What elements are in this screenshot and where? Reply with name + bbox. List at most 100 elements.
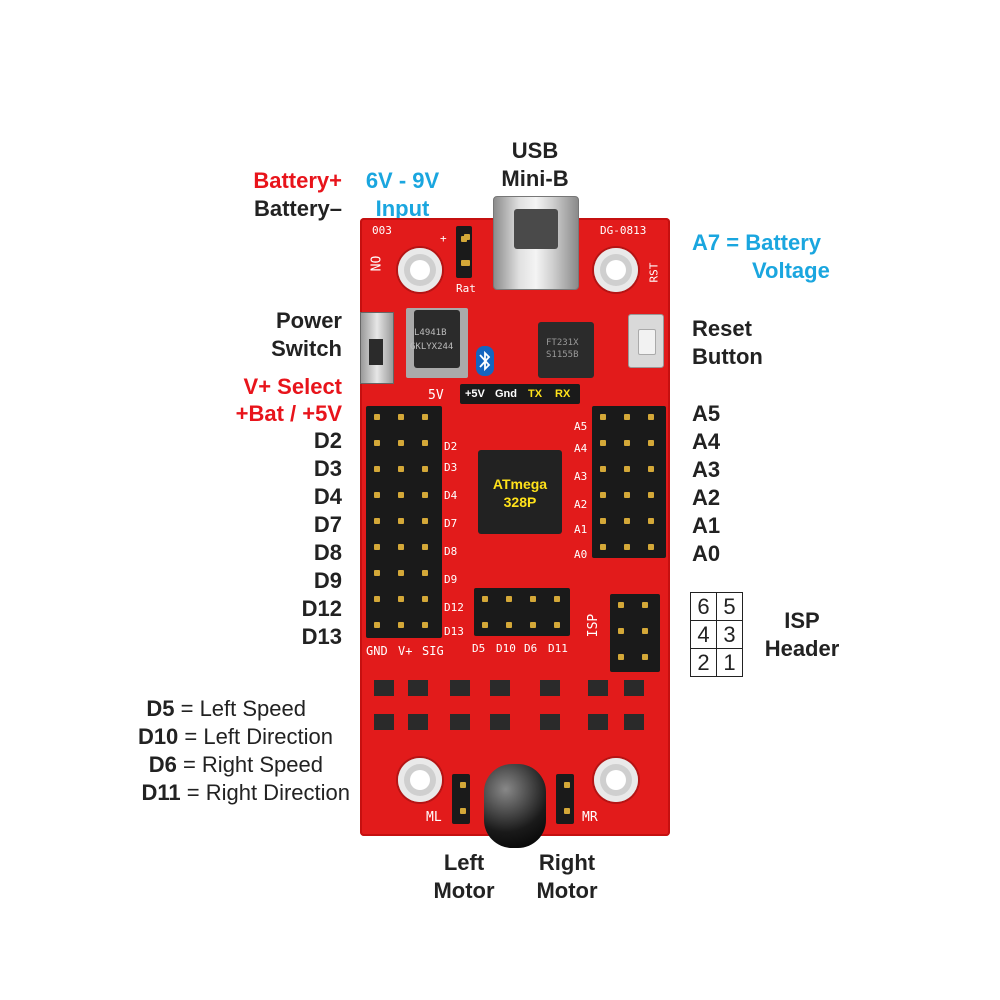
isp-header-label-line1: ISP	[784, 608, 820, 633]
silk-d3: D3	[444, 461, 458, 474]
header-pin	[398, 622, 404, 628]
usb-chip-text-2: S1155B	[546, 350, 579, 360]
battery-plus-label: Battery+	[253, 168, 342, 193]
transistor	[374, 714, 394, 730]
usb-mini-b-connector[interactable]	[493, 196, 579, 290]
power-switch-label-line2: Switch	[271, 336, 342, 361]
usb-label-line2: Mini-B	[501, 166, 569, 191]
transistor	[450, 680, 470, 696]
header-pin	[398, 440, 404, 446]
transistor	[588, 714, 608, 730]
header-pin	[464, 260, 470, 266]
silk-d2: D2	[444, 440, 458, 453]
silk-d6: D6	[524, 642, 538, 655]
header-pin	[618, 654, 624, 660]
regulator-text-2: GKLYX244	[410, 342, 454, 352]
digital-pin-header[interactable]	[366, 406, 442, 638]
isp-cell: 1	[716, 648, 743, 677]
mcu-chip: ATmega 328P	[478, 450, 562, 534]
isp-header-pins[interactable]	[610, 594, 660, 672]
usb-label-line1: USB	[511, 138, 559, 163]
silk-mr: MR	[582, 810, 598, 825]
mounting-hole	[398, 248, 442, 292]
motor-desc-pin: D6	[148, 752, 177, 777]
capacitor	[484, 764, 546, 848]
motor-desc-pin: D11	[141, 780, 181, 805]
battery-header[interactable]	[456, 226, 472, 278]
silk-rat: Rat	[456, 282, 476, 295]
header-pin	[554, 596, 560, 602]
header-pin	[374, 518, 380, 524]
right-motor-label-line1: Right	[538, 850, 596, 875]
header-pin	[506, 622, 512, 628]
header-pin	[422, 570, 428, 576]
pin-label-d7: D7	[313, 512, 342, 537]
isp-cell: 3	[716, 620, 743, 649]
header-pin	[648, 518, 654, 524]
motor-desc-row: D10 = Left Direction	[100, 723, 333, 751]
isp-cell: 2	[690, 648, 717, 677]
right-motor-header[interactable]	[556, 774, 574, 824]
silk-on: ON	[366, 255, 382, 272]
header-pin	[374, 440, 380, 446]
pin-label-d3: D3	[313, 456, 342, 481]
pin-label-a0: A0	[692, 541, 721, 566]
pin-label-a5: A5	[692, 401, 721, 426]
right-motor-label-line2: Motor	[536, 878, 598, 903]
silk-d7: D7	[444, 517, 458, 530]
header-pin	[506, 596, 512, 602]
header-pin	[600, 492, 606, 498]
silk-5v: 5V	[428, 388, 444, 403]
isp-cell: 6	[690, 592, 717, 621]
transistor	[624, 714, 644, 730]
silk-vplus: V+	[398, 644, 413, 658]
silk-a1: A1	[574, 523, 588, 536]
header-pin	[600, 544, 606, 550]
header-pin	[600, 466, 606, 472]
power-switch-label-line1: Power	[275, 308, 342, 333]
header-pin	[624, 518, 630, 524]
analog-pin-header[interactable]	[592, 406, 666, 558]
isp-header-label-line2: Header	[764, 636, 840, 661]
header-pin	[422, 440, 428, 446]
header-pin	[460, 808, 466, 814]
silk-d12: D12	[444, 601, 464, 614]
reset-button[interactable]	[628, 314, 664, 368]
header-pin	[530, 622, 536, 628]
silk-a5: A5	[574, 420, 588, 433]
motor-desc-pin: D10	[137, 724, 179, 749]
motor-control-header[interactable]	[474, 588, 570, 636]
header-pin	[398, 570, 404, 576]
motor-desc-row: D6 = Right Speed	[100, 751, 323, 779]
header-pin	[648, 440, 654, 446]
silk-a0: A0	[574, 548, 588, 561]
mounting-hole	[398, 758, 442, 802]
motor-desc-row: D5 = Left Speed	[100, 695, 306, 723]
motor-desc-text: = Left Speed	[180, 696, 306, 721]
pin-label-a3: A3	[692, 457, 721, 482]
header-pin	[618, 628, 624, 634]
pin-label-d2: D2	[313, 428, 342, 453]
transistor	[540, 714, 560, 730]
serial-header[interactable]: +5V Gnd TX RX	[460, 384, 580, 404]
transistor	[408, 680, 428, 696]
power-switch[interactable]	[360, 312, 394, 384]
header-pin	[624, 440, 630, 446]
battery-minus-label: Battery–	[253, 196, 342, 221]
header-pin	[422, 544, 428, 550]
motor-desc-text: = Right Direction	[186, 780, 350, 805]
mcu-label-line2: 328P	[503, 494, 537, 510]
transistor	[624, 680, 644, 696]
header-pin	[600, 414, 606, 420]
left-motor-header[interactable]	[452, 774, 470, 824]
transistor	[408, 714, 428, 730]
silk-rst: RST	[647, 262, 661, 283]
transistor	[540, 680, 560, 696]
header-pin	[374, 492, 380, 498]
header-pin	[648, 544, 654, 550]
header-pin	[600, 440, 606, 446]
a7-label-line1: A7 = Battery	[692, 230, 822, 255]
reset-button-label-line2: Button	[692, 344, 763, 369]
isp-pinout-table: 6 5 4 3 2 1	[690, 592, 743, 677]
silk-d9: D9	[444, 573, 458, 586]
